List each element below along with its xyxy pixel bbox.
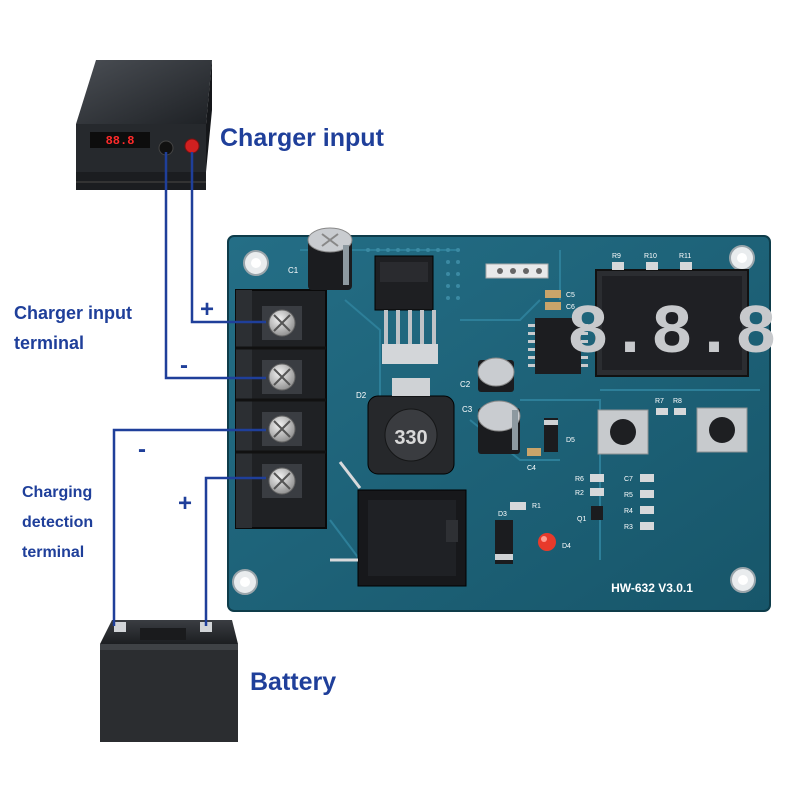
header-pins: [485, 263, 549, 279]
charger-input-terminal-label-line1: Charger input: [14, 303, 133, 323]
board-model: HW-632 V3.0.1: [611, 581, 693, 595]
capacitor-c1: C1: [288, 227, 353, 290]
silk-c5: C5: [566, 292, 575, 299]
screw-terminal-1: [262, 306, 302, 340]
battery-label: Battery: [250, 668, 337, 696]
silk-c2: C2: [460, 380, 471, 389]
resistors-r9-r11: R9 R10 R11: [612, 253, 692, 270]
microcontroller-chip: [528, 318, 588, 374]
silk-r1: R1: [532, 503, 541, 510]
relay: [330, 461, 467, 587]
charger-input-terminal-label-line2: terminal: [14, 333, 85, 353]
resistors-r7-r8: R7 R8: [655, 398, 686, 415]
charger-display: 88.8: [106, 134, 135, 148]
power-inductor: 330 D2: [356, 378, 455, 475]
tactile-button-right[interactable]: [696, 407, 748, 453]
silk-c7: C7: [624, 476, 633, 483]
mounting-holes: [232, 245, 756, 595]
lower-smd-components: R6 R2 C7 R5 R4 R3 Q1 R1: [510, 474, 654, 531]
terminal-block: [235, 289, 327, 529]
screw-terminal-3: [262, 412, 302, 446]
regulator-ic: [374, 255, 438, 364]
battery-minus-sign: -: [138, 436, 146, 463]
cap-c4: C4: [527, 448, 541, 472]
charger-input-label: Charger input: [220, 124, 384, 152]
diode-d5: D5: [544, 418, 575, 452]
led-d4: D4: [538, 533, 571, 551]
silk-d3: D3: [498, 511, 507, 518]
silk-c6: C6: [566, 304, 575, 311]
wire-battery-minus: [112, 428, 266, 626]
capacitor-c3: C3: [462, 400, 521, 454]
terminal-dividers: [236, 346, 326, 454]
wires: [112, 152, 266, 626]
capacitor-c2: C2: [460, 357, 515, 392]
screw-terminal-4: [262, 464, 302, 498]
silk-c1: C1: [288, 266, 299, 275]
charger-minus-sign: -: [180, 352, 188, 379]
charging-detection-label-line2: detection: [22, 514, 94, 531]
battery-plus-sign: +: [178, 490, 193, 517]
inductor-marking: 330: [394, 427, 427, 449]
wire-battery-plus: [204, 476, 266, 626]
diode-d3: D3: [495, 511, 513, 564]
silk-r8: R8: [673, 398, 682, 405]
silk-d5: D5: [566, 437, 575, 444]
pcb-board: C1 C5 C6: [227, 227, 777, 612]
silk-r7: R7: [655, 398, 664, 405]
silk-d4: D4: [562, 543, 571, 550]
charger-plus-sign: +: [200, 296, 215, 323]
silk-r6: R6: [575, 476, 584, 483]
charger-device: 88.8: [76, 60, 212, 190]
display-digits: 8.8.8: [567, 295, 777, 374]
wire-charger-minus: [164, 152, 266, 380]
silk-r4: R4: [624, 508, 633, 515]
via-grid: [366, 248, 460, 300]
tactile-button-left[interactable]: [597, 409, 649, 455]
charging-detection-label-line3: terminal: [22, 544, 85, 561]
silk-r11: R11: [679, 253, 691, 260]
seven-segment-display: 8.8.8: [567, 269, 777, 377]
battery-device: [100, 620, 238, 742]
smd-caps-c5-c6: C5 C6: [545, 290, 575, 311]
silk-r5: R5: [624, 492, 633, 499]
silk-d2: D2: [356, 391, 367, 400]
silk-q1: Q1: [577, 516, 586, 523]
silk-r2: R2: [575, 490, 584, 497]
silk-r3: R3: [624, 524, 633, 531]
charging-detection-label-line1: Charging: [22, 484, 93, 501]
wire-charger-plus: [190, 152, 266, 324]
silk-r9: R9: [612, 253, 621, 260]
silk-r10: R10: [644, 253, 657, 260]
screw-terminal-2: [262, 360, 302, 394]
silk-c4: C4: [527, 465, 536, 472]
silk-c3: C3: [462, 405, 473, 414]
